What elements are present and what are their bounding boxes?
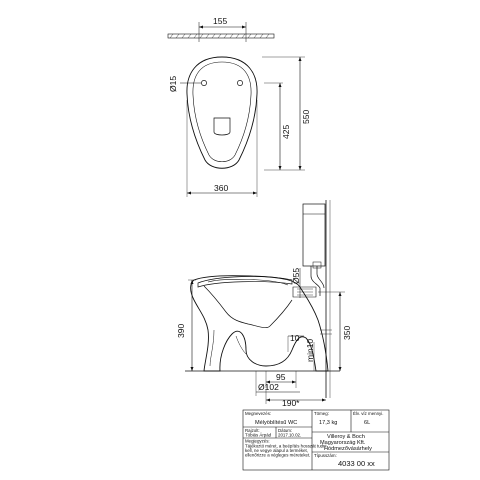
dim-550-label: 550 <box>301 110 311 124</box>
title-company-line2: Magyarország Kft. <box>320 440 366 446</box>
dim-95-label: 95 <box>276 372 286 382</box>
title-drawn-label: Rajzolt: <box>245 428 260 433</box>
dim-190-label: 190* <box>282 398 300 408</box>
title-product-name: Mélyöblítésű WC <box>255 420 297 426</box>
dim-outlet-pipe-label: Ø102 <box>258 382 279 392</box>
dim-155-label: 155 <box>213 16 227 26</box>
title-ref-value: 6L <box>364 420 370 426</box>
title-code-label: Típusszám: <box>314 453 337 458</box>
hinge-hole-left <box>201 80 207 86</box>
title-name-label: Megnevezés: <box>245 411 271 416</box>
dim-hole-diameter-label: Ø15 <box>168 76 178 92</box>
hinge-hole-right <box>237 80 243 86</box>
title-weight-label: Tömeg: <box>314 411 329 416</box>
title-company-line1: Villeroy & Boch <box>327 434 365 440</box>
dim-390-label: 390 <box>176 324 186 338</box>
toilet-body-side <box>190 275 329 372</box>
title-notes-label: Megjegyzés: <box>245 439 270 444</box>
title-company-line3: Hódmezővásárhely <box>324 446 372 452</box>
dim-350-label: 350 <box>342 326 352 340</box>
title-code-value: 4033 00 xx <box>338 459 375 468</box>
dim-360-label: 360 <box>214 183 228 193</box>
dim-425-label: 425 <box>281 125 291 139</box>
top-view <box>167 22 305 197</box>
cistern <box>302 203 326 267</box>
title-ref-label: Élv. víz mennyi. <box>353 411 383 416</box>
bowl-outline-top <box>186 56 258 169</box>
title-date-label: Dátum: <box>278 428 292 433</box>
dim-outlet-diameter-label: Ø55 <box>291 268 301 284</box>
title-notes-line3: ellenőrizze a végleges méreteket. <box>245 453 310 458</box>
side-view <box>185 200 345 404</box>
title-notes-line2: kell, ne vegye alapul a terméket, <box>245 448 308 453</box>
title-drawn-value: Tóbiás Árpád <box>245 433 272 438</box>
dim-10-label: 10 <box>290 333 300 343</box>
title-weight-value: 17,3 kg <box>319 420 337 426</box>
title-notes-line1: Tájékoztó méret, a beépítés hosszát tudn… <box>245 444 327 449</box>
title-block <box>242 409 390 471</box>
dim-min10-label: min10 <box>305 339 315 362</box>
title-date-value: 2017.10.02. <box>278 433 301 438</box>
